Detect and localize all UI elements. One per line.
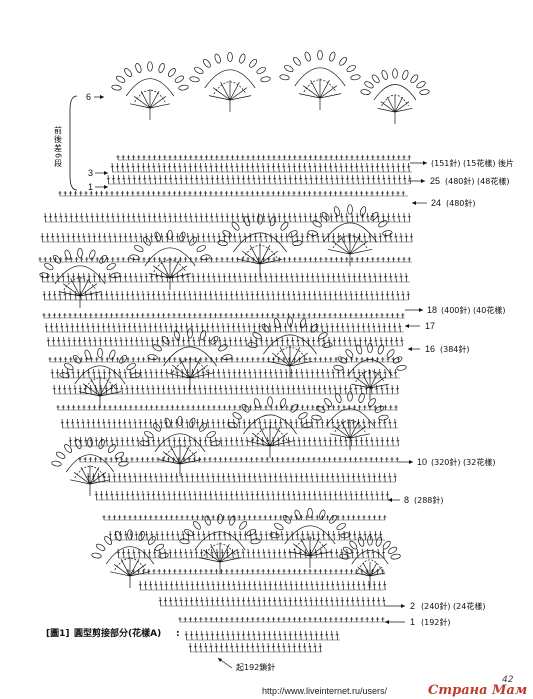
svg-text:(151針) (15花樣) 後片: (151針) (15花樣) 後片 <box>431 158 514 168</box>
fan-motif <box>360 68 430 124</box>
svg-text:(320針) (32花樣): (320針) (32花樣) <box>431 457 495 467</box>
svg-text:(400針) (40花樣): (400針) (40花樣) <box>441 305 505 315</box>
stitch-row <box>56 405 398 411</box>
fan-motif <box>279 49 361 110</box>
svg-text:(480針) (48花樣): (480針) (48花樣) <box>445 176 509 186</box>
svg-text:6: 6 <box>86 92 91 102</box>
svg-text:8: 8 <box>404 495 409 505</box>
svg-text:25: 25 <box>430 176 440 186</box>
row-label-top-151: (151針) (15花樣) 後片 <box>410 158 514 168</box>
stitch-row <box>43 212 411 223</box>
svg-text:(288針): (288針) <box>414 495 444 505</box>
svg-text:2: 2 <box>410 601 415 611</box>
stitch-row <box>86 472 397 483</box>
stitch-row <box>110 162 412 173</box>
stitch-row <box>108 530 385 541</box>
fan-motif <box>59 347 141 408</box>
stitch-row <box>188 642 322 653</box>
svg-text:3: 3 <box>88 168 93 178</box>
svg-text:17: 17 <box>425 321 435 331</box>
svg-text:(480針): (480針) <box>446 198 476 208</box>
stitch-row <box>158 596 386 607</box>
svg-text:18: 18 <box>427 305 437 315</box>
svg-text:[圖1]: [圖1] <box>46 628 70 639</box>
svg-text:(192針): (192針) <box>421 617 451 627</box>
stitch-row <box>178 617 385 623</box>
fan-motif <box>269 507 351 568</box>
row-label-6: 6 <box>86 92 104 102</box>
svg-text::: : <box>176 629 180 639</box>
stitch-row <box>42 313 405 319</box>
fan-motif <box>111 61 189 120</box>
watermark: http://www.liveinternet.ru/users/ Страна… <box>262 683 527 698</box>
row-label-1-bottom: 1 (192針) <box>385 617 451 627</box>
fan-motif <box>333 342 407 400</box>
fan-motifs <box>39 49 430 588</box>
row-label-16: 16 (384針) <box>408 344 470 354</box>
fan-motif <box>147 328 233 390</box>
row-label-2: 2 (240針) (24花樣) <box>385 601 485 611</box>
stitch-row <box>78 457 399 463</box>
row-label-24: 24 (480針) <box>412 198 476 208</box>
fan-motif <box>307 204 393 266</box>
stitch-row <box>106 174 412 185</box>
stitch-row <box>40 272 410 283</box>
stitch-row <box>184 630 340 641</box>
stitch-row <box>42 290 410 301</box>
fan-motif <box>91 529 169 588</box>
fan-motif <box>217 214 303 276</box>
svg-text:http://www.liveinternet.ru/use: http://www.liveinternet.ru/users/ <box>262 686 388 696</box>
row-label-1-top: 1 <box>88 182 108 192</box>
stitch-rows <box>38 155 413 653</box>
figure-caption: [圖1] 圓型剪接部分(花樣A) : <box>46 627 180 639</box>
row-label-25: 25 (480針) (48花樣) <box>408 176 509 186</box>
svg-text:起192鎖針: 起192鎖針 <box>236 662 275 672</box>
stitch-row <box>138 580 387 591</box>
side-bracket <box>69 95 78 191</box>
page-number: 42 <box>502 675 514 685</box>
stitch-row <box>58 191 408 197</box>
svg-text:圓型剪接部分(花樣A): 圓型剪接部分(花樣A) <box>74 627 161 639</box>
svg-text:10: 10 <box>417 457 427 467</box>
stitch-row <box>102 515 387 521</box>
stitch-row <box>60 418 398 429</box>
stitch-row <box>68 436 400 447</box>
svg-text:16: 16 <box>425 344 435 354</box>
fan-motif <box>189 51 271 112</box>
start-chain-label: 起192鎖針 <box>217 657 275 672</box>
fan-motif <box>129 229 211 290</box>
row-label-8: 8 (288針) <box>388 495 444 505</box>
fan-motif <box>179 513 261 574</box>
fan-motif <box>339 535 401 588</box>
svg-text:1: 1 <box>410 617 415 627</box>
side-label: 前後差6段 <box>54 125 63 168</box>
svg-text:(384針): (384針) <box>440 344 470 354</box>
svg-text:24: 24 <box>431 198 441 208</box>
fan-motif <box>39 247 121 308</box>
row-label-17: 17 <box>405 321 435 331</box>
fan-motif <box>51 437 129 496</box>
fan-motif <box>311 391 389 450</box>
stitch-row <box>38 257 412 263</box>
row-label-10: 10 (320針) (32花樣) <box>398 457 495 467</box>
svg-text:1: 1 <box>88 182 93 192</box>
fan-motif <box>139 415 221 476</box>
brand-logo: Страна Мам <box>428 683 527 698</box>
row-label-3: 3 <box>88 168 108 178</box>
stitch-row <box>50 368 400 379</box>
fan-motif <box>247 316 333 378</box>
fan-motif <box>227 396 313 458</box>
stitch-row <box>116 155 411 161</box>
stitch-row <box>94 490 389 501</box>
svg-text:(240針) (24花樣): (240針) (24花樣) <box>421 601 485 611</box>
stitch-row <box>126 569 385 575</box>
row-label-18: 18 (400針) (40花樣) <box>405 305 505 315</box>
stitch-row <box>44 322 404 333</box>
